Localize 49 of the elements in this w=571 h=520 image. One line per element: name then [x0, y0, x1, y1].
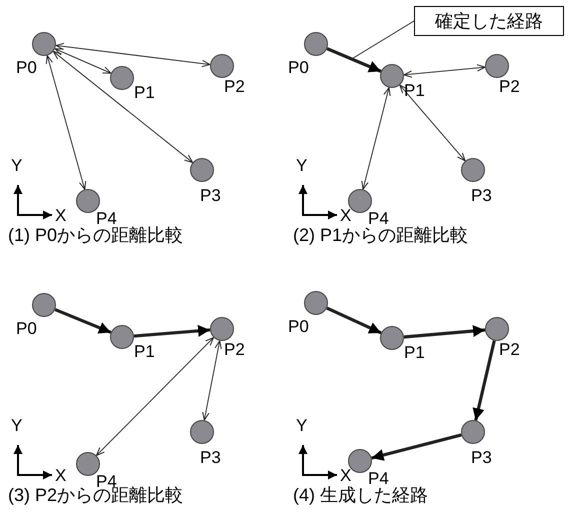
arrow	[361, 87, 391, 190]
arrow	[326, 47, 382, 73]
panel-caption: (1) P0からの距離比較	[8, 226, 184, 244]
point-label: P0	[288, 59, 309, 76]
point-label: P1	[404, 82, 425, 99]
point-label: P2	[224, 78, 245, 95]
point-label: P3	[471, 187, 492, 204]
point-label: P0	[288, 318, 309, 335]
arrow	[326, 306, 382, 334]
arrow	[472, 340, 496, 421]
point-label: P0	[16, 320, 37, 337]
axis-label: X	[340, 467, 352, 484]
axis-label: X	[340, 207, 352, 224]
arrow	[46, 55, 86, 190]
point-label: P1	[134, 343, 155, 360]
arrow	[399, 84, 466, 162]
arrow	[54, 308, 112, 334]
axis-label: Y	[11, 157, 22, 174]
axis-label: Y	[296, 417, 308, 434]
point-label: P3	[200, 187, 221, 204]
point-label: P4	[368, 470, 389, 487]
arrow	[52, 51, 194, 163]
arrow	[96, 337, 214, 456]
point-label: P0	[16, 59, 37, 76]
leader-line	[350, 20, 414, 60]
arrow	[55, 42, 211, 68]
panel-caption: (3) P2からの距離比較	[8, 486, 184, 504]
point-label: P3	[471, 449, 492, 466]
axis-label: Y	[296, 157, 308, 174]
arrow	[202, 340, 222, 421]
point-label: P4	[368, 210, 389, 227]
axis-label: X	[55, 207, 66, 224]
point-label: P4	[96, 210, 117, 227]
point-label: P2	[224, 341, 245, 358]
arrow	[134, 324, 210, 338]
arrow	[403, 64, 486, 78]
panel-caption: (2) P1からの距離比較	[293, 226, 468, 244]
point-label: P1	[404, 344, 425, 361]
callout-box: 確定した経路	[414, 6, 564, 36]
point-label: P3	[200, 449, 221, 466]
arrow	[54, 48, 112, 74]
axis-label: X	[55, 467, 66, 484]
arrow	[404, 325, 486, 339]
axis-label: Y	[11, 417, 22, 434]
point-label: P2	[499, 341, 520, 358]
panel-caption: (4) 生成した経路	[293, 486, 428, 504]
arrow	[371, 433, 462, 461]
point-label: P2	[499, 78, 520, 95]
point-label: P1	[134, 84, 155, 101]
